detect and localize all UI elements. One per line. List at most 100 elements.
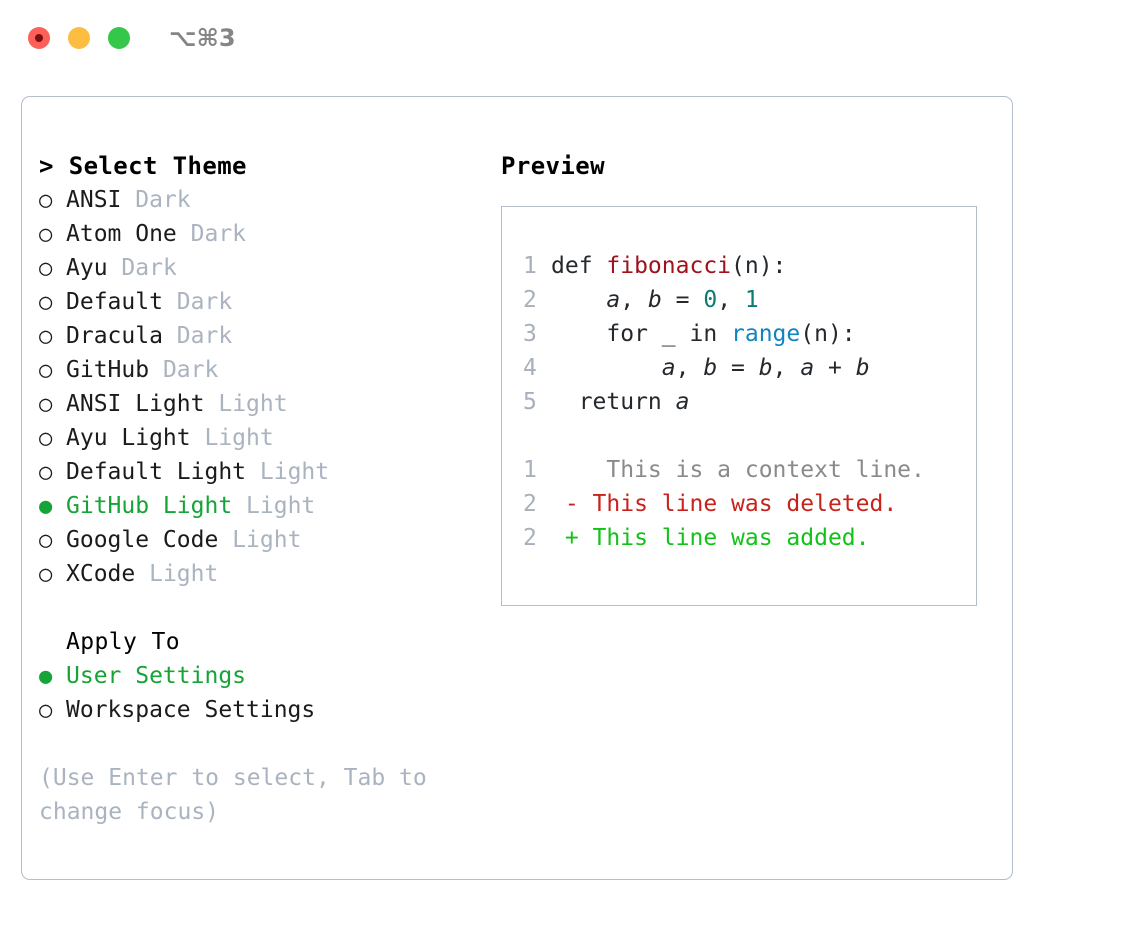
code-token: def bbox=[551, 253, 607, 279]
theme-option-label: GitHub bbox=[66, 357, 150, 383]
theme-option-label: Atom One bbox=[66, 221, 177, 247]
apply-to-options-list: ●User Settings○Workspace Settings bbox=[39, 659, 469, 727]
theme-option-default-light[interactable]: ○ Default Light Light bbox=[39, 455, 469, 489]
spacer bbox=[246, 459, 260, 485]
theme-option-github-light[interactable]: ● GitHub Light Light bbox=[39, 489, 469, 523]
caret-icon: > bbox=[39, 152, 54, 180]
theme-option-badge: Dark bbox=[176, 323, 233, 349]
radio-unselected-icon: ○ bbox=[39, 358, 53, 383]
code-token: , bbox=[772, 355, 801, 381]
theme-option-badge: Light bbox=[204, 425, 274, 451]
line-number: 1 bbox=[523, 457, 537, 483]
diff-line-ctx: 1 This is a context line. bbox=[502, 453, 976, 487]
radio-unselected-icon: ○ bbox=[39, 290, 53, 315]
radio-unselected-icon: ○ bbox=[39, 426, 53, 451]
radio-selected-icon: ● bbox=[39, 494, 53, 519]
diff-line-text: This is a context line. bbox=[551, 457, 925, 483]
code-token: b bbox=[703, 355, 718, 381]
code-line: 4 a, b = b, a + b bbox=[502, 351, 976, 385]
preview-title: Preview bbox=[501, 152, 605, 180]
code-line: 3 for _ in range(n): bbox=[502, 317, 976, 351]
theme-option-label: GitHub Light bbox=[66, 493, 233, 519]
code-token: 0 bbox=[703, 287, 718, 313]
apply-to-option-workspace-settings[interactable]: ○Workspace Settings bbox=[39, 693, 469, 727]
title-bar: ⌥⌘3 bbox=[0, 0, 1140, 76]
apply-to-option-user-settings[interactable]: ●User Settings bbox=[39, 659, 469, 693]
code-line: 5 return a bbox=[502, 385, 976, 419]
radio-unselected-icon: ○ bbox=[39, 222, 53, 247]
code-token: (n): bbox=[731, 253, 787, 279]
radio-unselected-icon: ○ bbox=[39, 460, 53, 485]
diff-line-text: - This line was deleted. bbox=[551, 491, 898, 517]
theme-picker-header: > Select Theme bbox=[39, 149, 469, 183]
close-window-button[interactable] bbox=[28, 27, 50, 49]
theme-option-badge: Dark bbox=[162, 357, 219, 383]
radio-unselected-icon: ○ bbox=[39, 324, 53, 349]
code-line: 1 def fibonacci(n): bbox=[502, 249, 976, 283]
code-token: (n): bbox=[800, 321, 856, 347]
code-line: 2 a, b = 0, 1 bbox=[502, 283, 976, 317]
keyboard-hint-text: (Use Enter to select, Tab to change focu… bbox=[39, 765, 427, 825]
theme-option-badge: Light bbox=[259, 459, 330, 485]
apply-to-section: Apply To ●User Settings○Workspace Settin… bbox=[39, 625, 469, 727]
theme-option-ayu[interactable]: ○Ayu Dark bbox=[39, 251, 469, 285]
theme-option-xcode[interactable]: ○XCode Light bbox=[39, 557, 469, 591]
diff-line-text: + This line was added. bbox=[551, 525, 870, 551]
theme-option-badge: Light bbox=[246, 493, 316, 519]
theme-option-ansi-light[interactable]: ○ANSI Light Light bbox=[39, 387, 469, 421]
line-number: 4 bbox=[523, 355, 537, 381]
code-token: a bbox=[675, 389, 690, 415]
code-token: b bbox=[855, 355, 870, 381]
code-token: return bbox=[551, 389, 676, 415]
spacer bbox=[121, 187, 135, 213]
theme-option-github[interactable]: ○ GitHub Dark bbox=[39, 353, 469, 387]
maximize-window-button[interactable] bbox=[108, 27, 130, 49]
code-token: , bbox=[717, 287, 745, 313]
theme-option-ayu-light[interactable]: ○Ayu Light Light bbox=[39, 421, 469, 455]
theme-option-badge: Dark bbox=[121, 255, 177, 281]
theme-option-label: XCode bbox=[66, 561, 136, 587]
theme-option-dracula[interactable]: ○ Dracula Dark bbox=[39, 319, 469, 353]
diff-sample: 1 This is a context line.2 - This line w… bbox=[502, 453, 976, 555]
code-token bbox=[551, 287, 606, 313]
theme-option-badge: Light bbox=[149, 561, 219, 587]
theme-option-badge: Light bbox=[232, 527, 302, 553]
spacer bbox=[218, 527, 232, 553]
theme-option-label: Google Code bbox=[66, 527, 219, 553]
spacer bbox=[149, 357, 163, 383]
theme-option-ansi[interactable]: ○ANSI Dark bbox=[39, 183, 469, 217]
theme-option-label: ANSI Light bbox=[66, 391, 205, 417]
code-token: = bbox=[717, 355, 759, 381]
theme-option-label: Dracula bbox=[66, 323, 163, 349]
code-token: 1 bbox=[744, 287, 759, 313]
code-token: fibonacci bbox=[606, 253, 732, 279]
theme-option-badge: Dark bbox=[190, 221, 247, 247]
code-token: b bbox=[647, 287, 662, 313]
theme-picker-title-text: Select Theme bbox=[68, 152, 247, 180]
theme-options-list: ○ANSI Dark○Atom One Dark○Ayu Dark○Defaul… bbox=[39, 183, 469, 591]
spacer bbox=[163, 289, 177, 315]
spacer bbox=[135, 561, 149, 587]
code-token: b bbox=[758, 355, 773, 381]
theme-option-label: ANSI bbox=[66, 187, 122, 213]
theme-option-default[interactable]: ○Default Dark bbox=[39, 285, 469, 319]
spacer bbox=[232, 493, 246, 519]
radio-unselected-icon: ○ bbox=[39, 188, 53, 213]
code-token: , bbox=[675, 355, 704, 381]
line-number: 1 bbox=[523, 253, 537, 279]
apply-to-option-label: Workspace Settings bbox=[66, 697, 316, 723]
theme-option-label: Default bbox=[66, 289, 163, 315]
spacer bbox=[177, 221, 191, 247]
minimize-window-button[interactable] bbox=[68, 27, 90, 49]
apply-to-option-label: User Settings bbox=[66, 663, 247, 689]
line-number: 3 bbox=[523, 321, 537, 347]
theme-option-label: Default Light bbox=[66, 459, 247, 485]
apply-to-header: Apply To bbox=[66, 629, 180, 655]
code-spacer bbox=[502, 419, 976, 453]
theme-option-google-code[interactable]: ○Google Code Light bbox=[39, 523, 469, 557]
theme-option-atom-one[interactable]: ○ Atom One Dark bbox=[39, 217, 469, 251]
main-panel: > Select Theme ○ANSI Dark○Atom One Dark○… bbox=[21, 96, 1013, 880]
